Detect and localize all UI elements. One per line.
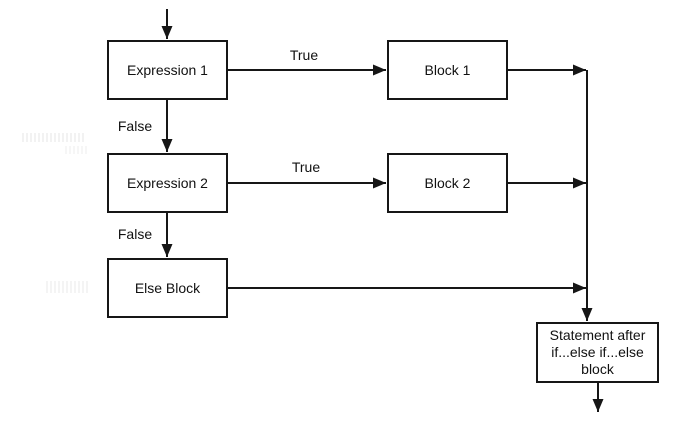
block-2-node: Block 2	[387, 153, 508, 213]
block-1-label: Block 1	[424, 61, 471, 78]
true-label-2: True	[291, 159, 321, 175]
true-label-1: True	[289, 47, 319, 63]
statement-line-1: Statement after	[549, 327, 646, 343]
statement-after-node: Statement after if...else if...else bloc…	[536, 322, 659, 383]
statement-line-2: if...else if...else	[551, 344, 644, 360]
block-1-node: Block 1	[387, 40, 508, 100]
else-block-label: Else Block	[134, 279, 201, 296]
statement-after-label: Statement after if...else if...else bloc…	[550, 327, 646, 378]
expression-2-node: Expression 2	[107, 153, 228, 213]
false-label-1: False	[117, 118, 153, 134]
false-label-2: False	[117, 226, 153, 242]
expression-1-node: Expression 1	[107, 40, 228, 100]
else-block-node: Else Block	[107, 258, 228, 318]
expression-1-label: Expression 1	[127, 61, 208, 78]
block-2-label: Block 2	[424, 174, 471, 191]
expression-2-label: Expression 2	[127, 174, 208, 191]
statement-line-3: block	[581, 361, 614, 377]
